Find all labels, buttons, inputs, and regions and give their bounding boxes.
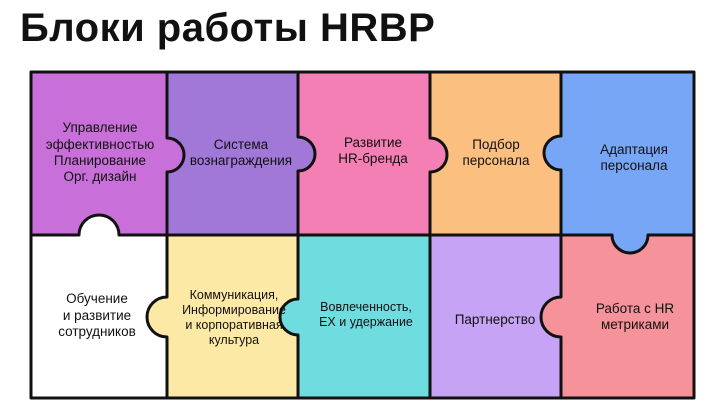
label-metrics: Работа с HR метриками: [595, 300, 675, 332]
piece-partnership: [430, 235, 561, 398]
label-performance: Управление эффективностью Планирование О…: [45, 120, 155, 185]
label-recruiting: Подбор персонала: [462, 136, 530, 168]
piece-communication: [167, 235, 298, 398]
puzzle-outline: [29, 70, 696, 400]
piece-performance: [31, 72, 167, 235]
puzzle-tabs: [79, 136, 648, 337]
label-engagement: Вовлеченность, EX и удержание: [319, 299, 413, 329]
piece-learning: [31, 235, 167, 398]
piece-engagement: [298, 235, 430, 398]
piece-onboarding: [561, 72, 694, 235]
label-rewards: Система вознаграждения: [189, 136, 293, 168]
piece-brand: [298, 72, 430, 235]
piece-recruiting: [430, 72, 561, 235]
piece-metrics: [561, 235, 694, 398]
label-communication: Коммуникация, Информирование и корпорати…: [182, 287, 286, 348]
page-title: Блоки работы HRBP: [20, 6, 436, 50]
label-partnership: Партнерство: [454, 311, 536, 327]
label-brand: Развитие HR-бренда: [338, 134, 408, 166]
label-learning: Обучение и развитие сотрудников: [58, 291, 136, 340]
label-onboarding: Адаптация персонала: [600, 141, 668, 173]
piece-rewards: [167, 72, 298, 235]
